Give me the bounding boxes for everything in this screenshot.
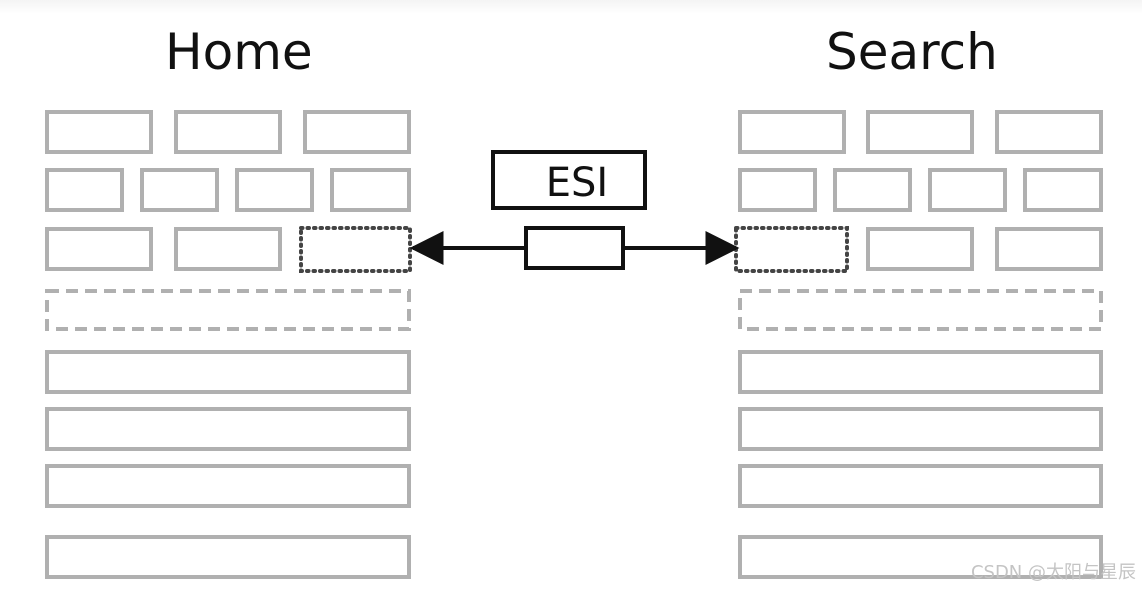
home-block-r2-c2 [140,168,219,212]
home-esi-include-slot [299,226,412,273]
home-row-3 [45,464,411,508]
top-band [0,0,1142,14]
home-row-2 [45,407,411,451]
home-dashed-row [45,289,411,331]
search-page-layout [734,110,1103,579]
home-block-r1-c3 [303,110,411,154]
home-block-r1-c1 [45,110,153,154]
search-block-r1-c2 [866,110,974,154]
search-row-2 [738,407,1103,451]
search-esi-include-slot [734,226,849,273]
search-block-r2-c2 [833,168,912,212]
search-row-1 [738,350,1103,394]
search-block-r3-c3 [995,227,1103,271]
search-block-r1-c1 [738,110,846,154]
search-dashed-row [738,289,1103,331]
esi-fragment-block [524,226,625,270]
search-block-r2-c1 [738,168,817,212]
watermark: CSDN @太阳与星辰 [970,562,1136,583]
home-row-4 [45,535,411,579]
esi-label: ESI [546,160,608,206]
home-block-r3-c2 [174,227,282,271]
home-block-r2-c1 [45,168,124,212]
home-row-1 [45,350,411,394]
home-block-r1-c2 [174,110,282,154]
search-page-title: Search [826,23,998,81]
search-row-4 [738,535,1103,579]
esi-connector: ESI [409,150,740,270]
esi-label-box [491,150,647,210]
home-block-r2-c4 [330,168,411,212]
home-block-r2-c3 [235,168,314,212]
home-page-title: Home [165,23,313,81]
search-block-r2-c3 [928,168,1007,212]
search-block-r1-c3 [995,110,1103,154]
search-block-r3-c2 [866,227,974,271]
search-row-3 [738,464,1103,508]
home-block-r3-c1 [45,227,153,271]
home-page-layout [45,110,412,579]
search-block-r2-c4 [1023,168,1103,212]
